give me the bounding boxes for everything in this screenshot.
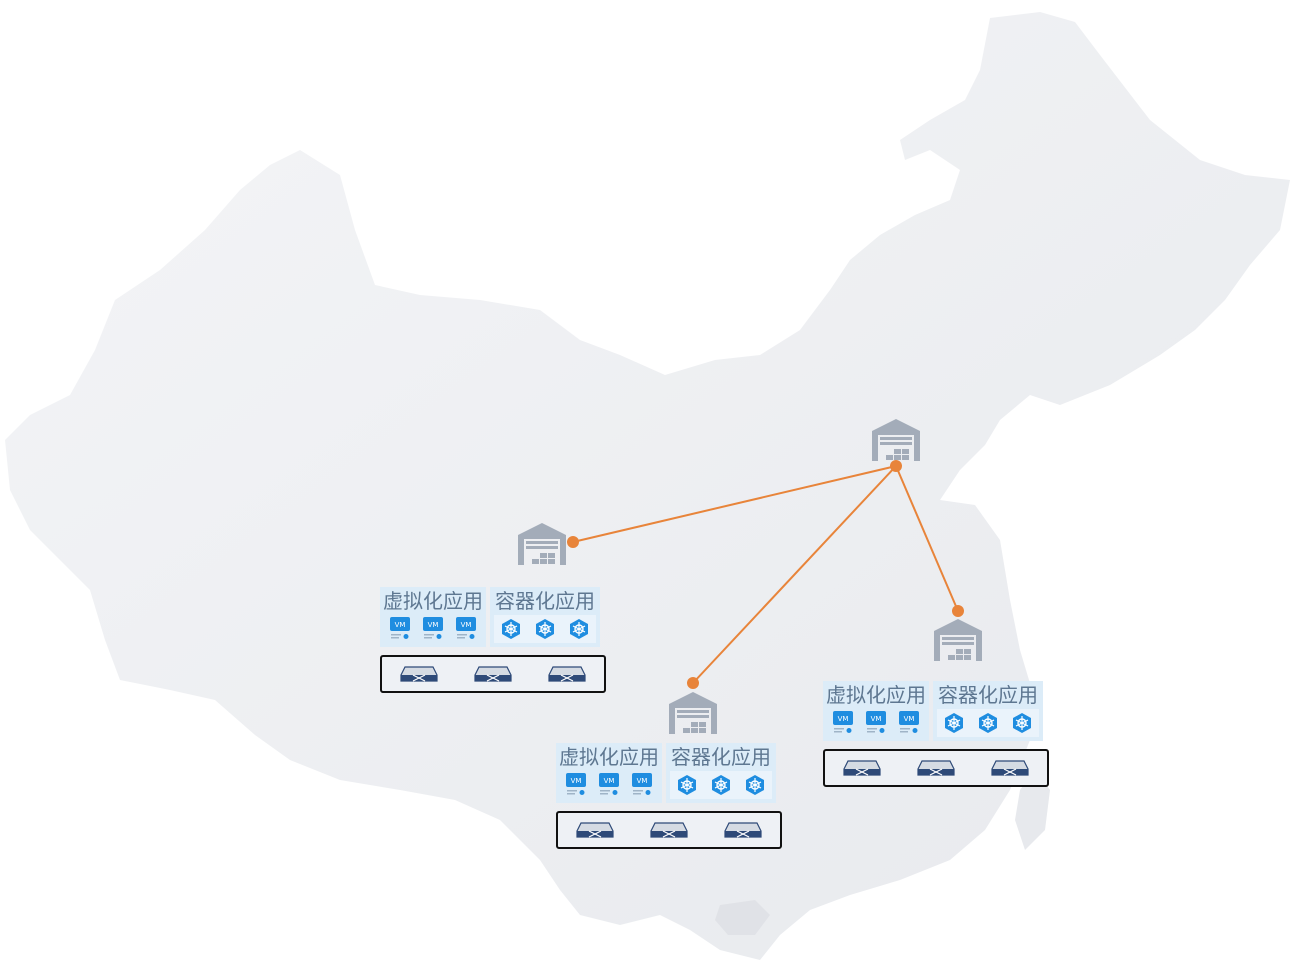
server-icon (547, 663, 587, 685)
server-rack (823, 749, 1049, 787)
site-east: 虚拟化应用 容器化应用 (823, 681, 1049, 787)
vm-icon (898, 711, 920, 735)
containerized-apps-label: 容器化应用 (671, 745, 771, 769)
vm-icon (631, 773, 653, 797)
southwest-warehouse-icon (667, 690, 719, 734)
server-rack (380, 655, 606, 693)
containerized-apps-label: 容器化应用 (938, 683, 1038, 707)
site-southwest: 虚拟化应用 容器化应用 (556, 743, 782, 849)
kubernetes-icon (710, 774, 732, 796)
virtualized-apps-panel: 虚拟化应用 (823, 681, 929, 741)
app-row: 虚拟化应用 容器化应用 (823, 681, 1049, 741)
kubernetes-icon (1011, 712, 1033, 734)
virtualized-apps-panel: 虚拟化应用 (380, 587, 486, 647)
map-island-south (715, 900, 770, 935)
server-icon (575, 819, 615, 841)
vm-icon (422, 617, 444, 641)
virtualized-apps-label: 虚拟化应用 (383, 589, 483, 613)
kubernetes-icon (500, 618, 522, 640)
vm-icon (832, 711, 854, 735)
vm-icon (565, 773, 587, 797)
server-icon (473, 663, 513, 685)
server-icon (399, 663, 439, 685)
server-icon (723, 819, 763, 841)
vm-icon-strip (560, 771, 658, 799)
container-icon-strip (670, 771, 772, 799)
container-icon-strip (494, 615, 596, 643)
virtualized-apps-label: 虚拟化应用 (559, 745, 659, 769)
app-row: 虚拟化应用 容器化应用 (556, 743, 782, 803)
vm-icon (598, 773, 620, 797)
kubernetes-icon (943, 712, 965, 734)
virtualized-apps-label: 虚拟化应用 (826, 683, 926, 707)
west-warehouse-icon (516, 521, 568, 565)
east-warehouse-icon (932, 617, 984, 661)
containerized-apps-panel: 容器化应用 (490, 587, 600, 647)
kubernetes-icon (676, 774, 698, 796)
map-island-east (1015, 770, 1050, 850)
kubernetes-icon (568, 618, 590, 640)
server-icon (842, 757, 882, 779)
containerized-apps-label: 容器化应用 (495, 589, 595, 613)
server-rack (556, 811, 782, 849)
vm-icon-strip (827, 709, 925, 737)
site-west: 虚拟化应用 容器化应用 (380, 587, 606, 693)
central-warehouse-icon (870, 417, 922, 461)
vm-icon-strip (384, 615, 482, 643)
containerized-apps-panel: 容器化应用 (666, 743, 776, 803)
virtualized-apps-panel: 虚拟化应用 (556, 743, 662, 803)
app-row: 虚拟化应用 容器化应用 (380, 587, 606, 647)
kubernetes-icon (744, 774, 766, 796)
container-icon-strip (937, 709, 1039, 737)
vm-icon (455, 617, 477, 641)
containerized-apps-panel: 容器化应用 (933, 681, 1043, 741)
kubernetes-icon (977, 712, 999, 734)
server-icon (990, 757, 1030, 779)
server-icon (916, 757, 956, 779)
vm-icon (865, 711, 887, 735)
vm-icon (389, 617, 411, 641)
kubernetes-icon (534, 618, 556, 640)
server-icon (649, 819, 689, 841)
